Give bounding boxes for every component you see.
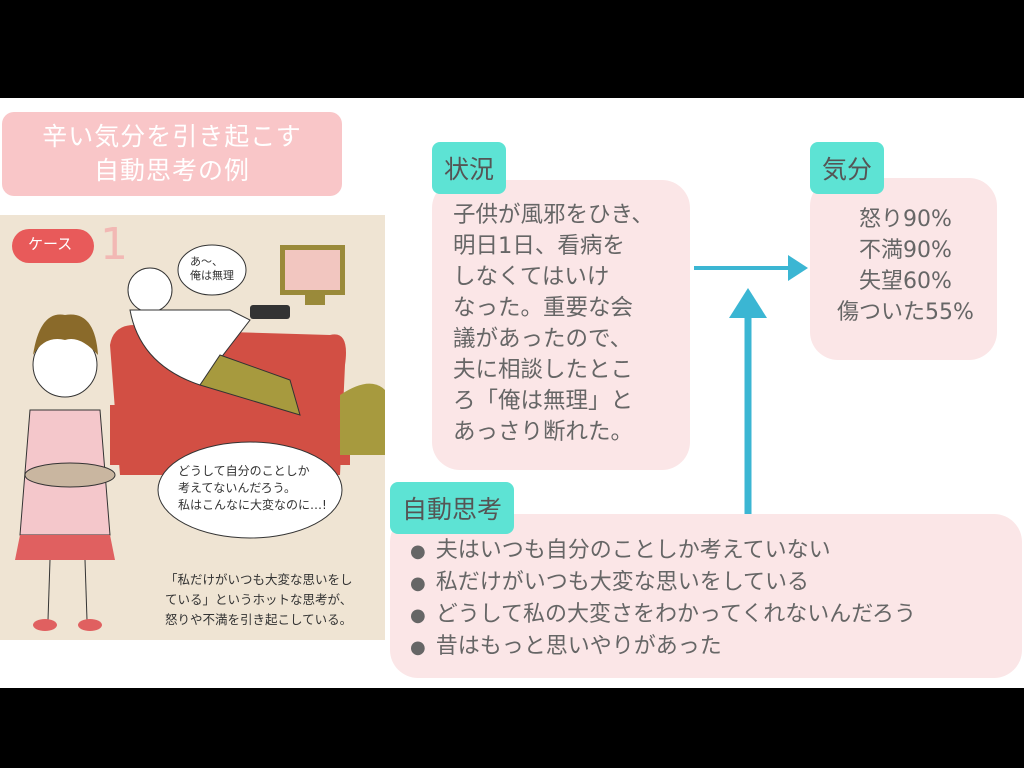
caption-line: ている」というホットな思考が、 (165, 592, 353, 607)
title-line-2: 自動思考の例 (93, 156, 250, 185)
caption-line: 「私だけがいつも大変な思いをし (165, 572, 353, 587)
situation-line: 子供が風邪をひき、 (453, 202, 654, 228)
mood-item: 怒り90% (859, 207, 952, 232)
situation-label: 状況 (432, 142, 507, 194)
situation-line: しなくてはいけ (453, 264, 610, 290)
mood-item: 失望60% (859, 269, 952, 294)
auto-thoughts-list: 夫はいつも自分のことしか考えていない 私だけがいつも大変な思いをしている どうし… (410, 535, 916, 663)
auto-thought-item: 私だけがいつも大変な思いをしている (410, 567, 916, 599)
arrow-thought-to-link (729, 288, 767, 515)
speech-line: あ〜、 (190, 255, 223, 268)
illustration-drawing (12, 229, 385, 631)
mood-list: 怒り90% 不満90% 失望60% 傷ついた55% (818, 204, 993, 328)
case-illustration: ケース 1 あ〜、 俺は無理 どうして自分のことしか 考えてないんだろう。 私は… (0, 215, 385, 640)
thought-line: 考えてないんだろう。 (178, 481, 296, 495)
illustration-caption: 「私だけがいつも大変な思いをし ている」というホットな思考が、 怒りや不満を引き… (165, 570, 353, 630)
auto-thoughts-label: 自動思考 (390, 482, 515, 534)
speech-line: 俺は無理 (190, 269, 234, 282)
thought-line: どうして自分のことしか (178, 464, 310, 478)
situation-line: あっさり断れた。 (453, 419, 634, 445)
slide-title: 辛い気分を引き起こす 自動思考の例 (2, 112, 342, 196)
mood-item: 不満90% (859, 238, 952, 263)
arrow-situation-to-mood (694, 255, 808, 281)
auto-thought-item: 夫はいつも自分のことしか考えていない (410, 535, 916, 567)
caption-line: 怒りや不満を引き起こしている。 (165, 612, 353, 627)
auto-thought-item: どうして私の大変さをわかってくれないんだろう (410, 599, 916, 631)
situation-line: ろ「俺は無理」と (453, 388, 634, 414)
situation-line: 明日1日、看病を (453, 233, 625, 259)
speech-bubble: あ〜、 俺は無理 (190, 255, 234, 283)
mood-label: 気分 (810, 142, 885, 194)
situation-text: 子供が風邪をひき、 明日1日、看病を しなくてはいけ なった。重要な会 議があっ… (453, 200, 683, 448)
situation-line: 議があったので、 (453, 326, 633, 352)
mood-box (810, 178, 997, 360)
situation-box (432, 180, 690, 470)
mood-item: 傷ついた55% (837, 300, 974, 325)
thought-bubble: どうして自分のことしか 考えてないんだろう。 私はこんなに大変なのに…! (178, 463, 327, 514)
situation-line: なった。重要な会 (453, 295, 634, 321)
case-number: 1 (100, 219, 128, 270)
title-line-1: 辛い気分を引き起こす (42, 122, 302, 151)
auto-thought-item: 昔はもっと思いやりがあった (410, 631, 916, 663)
case-badge: ケース (28, 235, 73, 253)
thought-line: 私はこんなに大変なのに…! (178, 498, 327, 512)
situation-line: 夫に相談したとこ (453, 357, 634, 383)
